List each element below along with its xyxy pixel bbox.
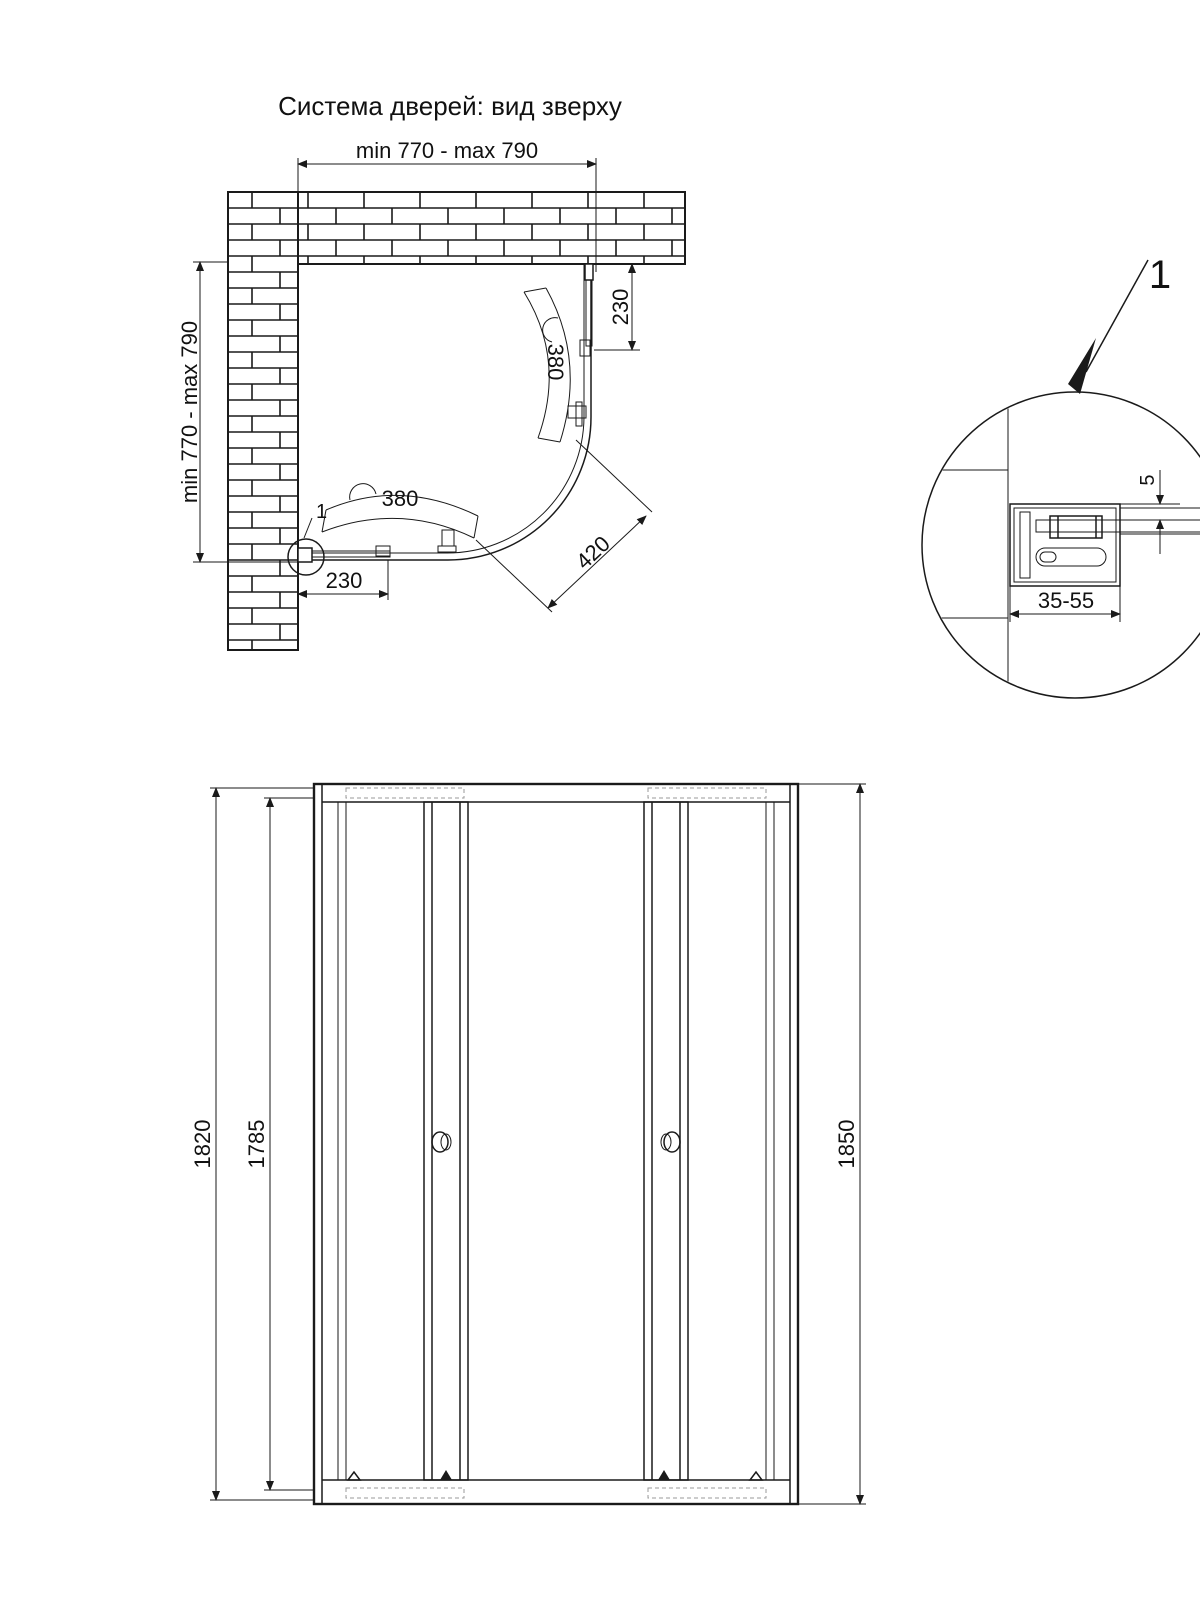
detail-view: 1 5 35-55 [921,253,1200,699]
adjust-label: 35-55 [1038,588,1094,613]
right-offset-dimension: 230 [594,263,640,351]
wall-profile-left [297,547,313,563]
swing-right-label: 380 [543,344,568,381]
detail-callout-number: 1 [1149,253,1171,297]
right-total-height-label: 1850 [834,1120,859,1169]
gap-label: 5 [1137,474,1159,485]
left-wall [227,191,299,651]
top-wall [227,191,686,265]
plan-title: Система дверей: вид зверху [278,91,622,121]
radius-dimension: 420 [475,439,653,613]
swing-left-label: 380 [382,486,419,511]
bottom-offset-label: 230 [326,568,363,593]
dim-1785: 1785 [244,797,314,1491]
bottom-offset-dimension: 230 [297,560,389,600]
detail-callout-marker: 1 [287,501,327,576]
dim-1820: 1820 [190,787,314,1501]
door-left [423,801,469,1481]
depth-dimension: min 770 - max 790 [177,261,298,563]
left-inner-height-label: 1785 [244,1120,269,1169]
door-right [643,801,689,1481]
width-dimension: min 770 - max 790 [297,138,597,272]
handle-right [660,1131,681,1153]
front-view: 1820 1785 1850 [190,782,866,1506]
detail-circle [921,391,1200,699]
door-swing-bottom: 380 [321,483,479,539]
width-label: min 770 - max 790 [356,138,538,163]
plan-view: Система дверей: вид зверху min 770 - max… [177,91,686,651]
left-outer-height-label: 1820 [190,1120,215,1169]
shower-enclosure-plan [297,263,594,563]
wall-profile-top [584,263,594,281]
dim-1850: 1850 [798,783,866,1505]
radius-label: 420 [571,531,615,574]
right-offset-label: 230 [608,289,633,326]
detail-profile [923,393,1200,697]
callout-marker-label: 1 [316,501,327,523]
front-frame [312,782,800,1506]
handle-left [431,1131,452,1153]
depth-label: min 770 - max 790 [177,321,202,503]
bottom-rollers [346,1470,764,1481]
door-swing-right: 380 [523,287,571,443]
